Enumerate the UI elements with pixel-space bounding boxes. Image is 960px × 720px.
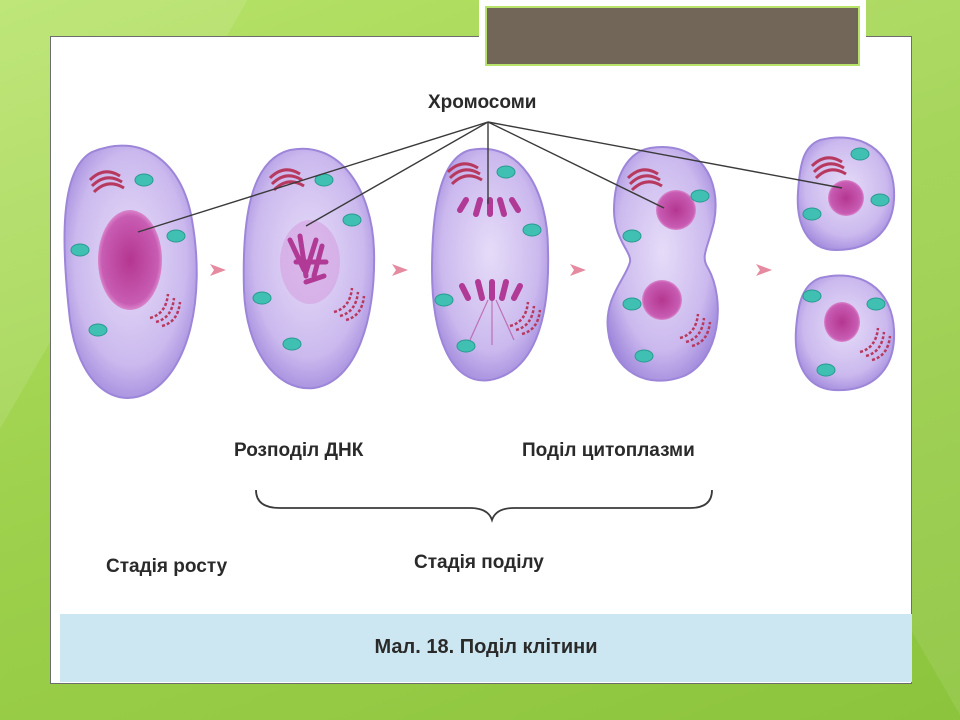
nucleus <box>98 210 162 310</box>
division-stage-label: Стадія поділу <box>414 552 544 573</box>
chromosome-cluster <box>287 233 329 285</box>
figure-caption: Мал. 18. Поділ клітини <box>374 636 598 658</box>
cell-interphase <box>63 144 198 399</box>
chromosomes-label: Хромосоми <box>428 92 537 113</box>
arrow-3 <box>570 264 586 276</box>
arrow-4 <box>756 264 772 276</box>
cell-prophase <box>242 147 376 390</box>
title-placeholder <box>479 0 866 72</box>
growth-stage-label: Стадія росту <box>106 556 228 577</box>
cytoplasm-division-label: Поділ цитоплазми <box>522 440 695 461</box>
figure-caption-band: Мал. 18. Поділ клітини <box>60 614 912 682</box>
division-brace <box>255 489 713 523</box>
cell-cytokinesis <box>606 145 719 382</box>
daughter-cell-top <box>796 136 896 252</box>
dna-division-label: Розподіл ДНК <box>234 440 364 461</box>
chromosome-pointer-lines <box>137 121 843 233</box>
cell-anaphase <box>430 147 550 382</box>
stage-arrows <box>210 264 772 276</box>
title-placeholder-box <box>485 6 860 66</box>
arrow-1 <box>210 264 226 276</box>
arrow-2 <box>392 264 408 276</box>
daughter-cell-bottom <box>794 274 896 392</box>
